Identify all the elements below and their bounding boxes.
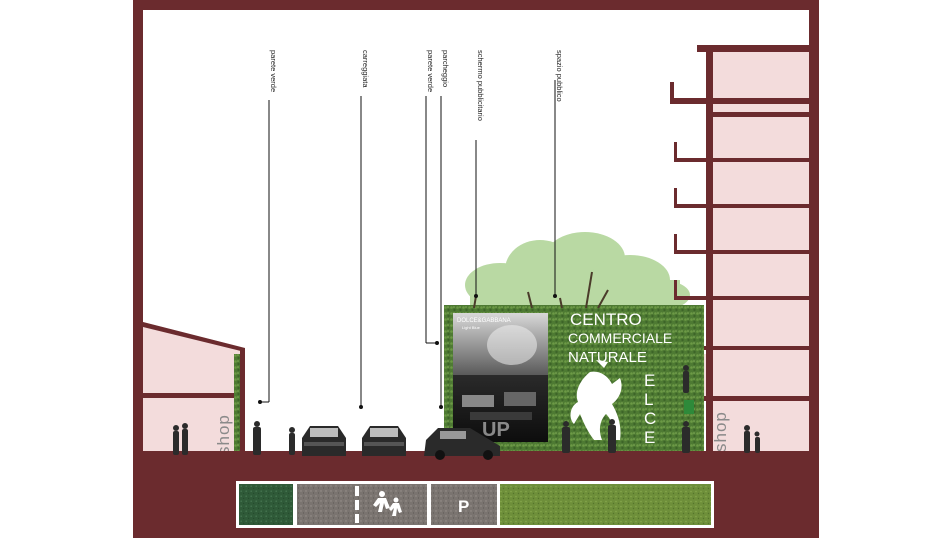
leader-lines [260,80,556,407]
label-schermo-pubblicitario: schermo pubblicitario [476,50,485,121]
label-parete-verde-right: parete verde [426,50,435,92]
people [173,365,760,455]
green-sign [684,400,694,414]
car-2 [362,426,406,456]
leader-dots [258,294,557,409]
billboard-brand: DOLCE&GABBANA [457,318,511,324]
mall-sign-letter: E [644,371,655,390]
legend-asphalt-road [297,484,427,525]
person [682,421,690,453]
mall-sign-letter: C [644,409,656,428]
person [173,425,179,455]
person [562,421,570,453]
person [253,421,261,455]
person [182,423,188,455]
parking-icon: P [458,497,469,516]
person [683,365,689,393]
billboard-brand-sub: Light Blue [462,325,481,330]
mall-sign-letter: E [644,428,655,447]
car-3 [424,428,500,460]
billboard-bottom-text: UP [482,419,510,441]
crossing-children-icon [373,491,402,516]
legend-green-strip [239,484,293,525]
shop-left-label: shop [214,414,233,455]
ground-legend: P [236,481,714,528]
label-parcheggio: parcheggio [441,50,450,87]
person [608,419,616,453]
mall-sign-letter: L [644,390,653,409]
mall-sign-line1: CENTRO [570,310,642,329]
label-spazio-pubblico: spazio pubblico [555,50,564,102]
label-parete-verde-left: parete verde [269,50,278,92]
person [289,427,295,455]
label-carreggiata: carreggiata [361,50,370,88]
mall-sign-line3: NATURALE [568,349,647,366]
tree-canopy [465,232,690,310]
billboard-screen: DOLCE&GABBANA Light Blue UP [453,313,548,442]
car-1 [302,426,346,456]
person [744,425,750,453]
griffin-emblem-icon [570,360,622,440]
mall-sign-line2: COMMERCIALE [568,330,672,346]
left-building [143,322,245,456]
legend-parking [431,484,497,525]
legend-lawn [500,484,711,525]
person [754,431,760,453]
mall-sign: CENTRO COMMERCIALE NATURALE [568,310,672,366]
shop-right-label: shop [711,411,730,452]
